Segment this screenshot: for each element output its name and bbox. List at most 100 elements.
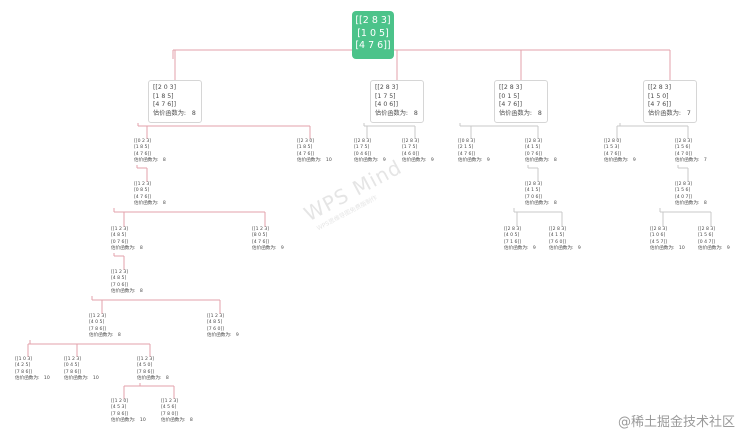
- node-state-row: [[2 8 3]: [375, 84, 398, 91]
- tree-node-d2[interactable]: [[1 2 3][8 0 5][4 7 6]]估价函数为: 9: [252, 227, 284, 252]
- tree-node-b4[interactable]: [[2 8 3][1 7 5][4 6 0]]估价函数为: 9: [402, 139, 434, 164]
- tree-node-d6[interactable]: [[2 8 3][1 5 6][0 4 7]]估价函数为: 9: [698, 227, 730, 252]
- tree-node-e1[interactable]: [[1 2 3][4 8 5][7 0 6]]估价函数为: 8: [111, 270, 143, 295]
- node-state-row: [7 0 6]]: [525, 194, 543, 200]
- tree-node-c2[interactable]: [[2 8 3][4 1 5][7 0 6]]估价函数为: 8: [525, 182, 557, 207]
- node-state-row: [[1 2 3]: [111, 227, 129, 232]
- tree-node-b6[interactable]: [[2 8 3][4 1 5][0 7 6]]估价函数为: 8: [525, 139, 557, 164]
- node-state-row: [1 8 5]: [153, 92, 174, 100]
- node-cost-label: 估价函数为: 8: [111, 245, 143, 251]
- node-state-row: [[2 3 0]: [297, 139, 315, 144]
- connector-b6: [527, 165, 539, 182]
- tree-node-h2[interactable]: [[1 2 3][4 5 6][7 8 0]]估价函数为: 8: [161, 399, 193, 424]
- node-state-row: [0 8 5]: [134, 188, 150, 194]
- node-state-row: [7 8 6]]: [137, 369, 155, 375]
- node-cost-label: 估价函数为: 9: [402, 157, 434, 163]
- node-state-row: [4 0 5]: [504, 233, 520, 239]
- node-state-row: [4 7 6]]: [153, 101, 176, 109]
- node-cost-label: 估价函数为: 10: [297, 157, 332, 163]
- tree-node-a1[interactable]: [[2 0 3][1 8 5][4 7 6]]估价函数为: 8: [148, 80, 202, 123]
- tree-node-d4[interactable]: [[2 8 3][4 1 5][7 6 0]]估价函数为: 9: [549, 227, 581, 252]
- node-cost-label: 估价函数为: 8: [137, 375, 169, 381]
- node-state-row: [0 1 5]: [499, 92, 520, 100]
- node-state-row: [7 8 6]]: [111, 411, 129, 417]
- node-state-row: [4 1 5]: [525, 145, 541, 151]
- node-state-row: [4 8 5]: [111, 233, 127, 239]
- tree-node-g2[interactable]: [[1 2 3][0 4 5][7 8 6]]估价函数为: 10: [64, 357, 99, 382]
- tree-node-b7[interactable]: [[2 8 0][1 5 3][4 7 6]]估价函数为: 9: [604, 139, 636, 164]
- node-state-row: [2 1 5]: [458, 145, 474, 151]
- node-state-row: [4 7 6]]: [134, 194, 152, 200]
- node-cost-label: 估价函数为: 8: [675, 200, 707, 206]
- root-node[interactable]: [[2 8 3][1 0 5][4 7 6]]: [352, 11, 394, 59]
- node-state-row: [4 7 6]]: [648, 101, 671, 109]
- connector-b8: [677, 165, 689, 182]
- tree-node-b3[interactable]: [[2 8 3][1 7 5][0 4 6]]估价函数为: 9: [354, 139, 386, 164]
- tree-node-a4[interactable]: [[2 8 3][1 5 0][4 7 6]]估价函数为: 7: [643, 80, 697, 123]
- node-state-row: [[0 8 3]: [458, 139, 476, 144]
- tree-node-b1[interactable]: [[0 2 3][1 8 5][4 7 6]]估价函数为: 8: [134, 139, 166, 164]
- node-cost-label: 估价函数为: 8: [499, 109, 542, 117]
- node-state-row: [8 0 5]: [252, 233, 268, 239]
- tree-node-g1[interactable]: [[1 0 3][4 2 5][7 8 6]]估价函数为: 10: [15, 357, 50, 382]
- node-state-row: [[1 2 3]: [252, 227, 270, 232]
- node-cost-label: 估价函数为: 8: [525, 200, 557, 206]
- tree-node-d1[interactable]: [[1 2 3][4 8 5][0 7 6]]估价函数为: 8: [111, 227, 143, 252]
- tree-node-h1[interactable]: [[1 2 0][4 5 3][7 8 6]]估价函数为: 10: [111, 399, 146, 424]
- node-cost-label: 估价函数为: 8: [525, 157, 557, 163]
- tree-node-c3[interactable]: [[2 8 3][1 5 6][4 0 7]]估价函数为: 8: [675, 182, 707, 207]
- tree-node-d5[interactable]: [[2 8 3][1 0 6][4 5 7]]估价函数为: 10: [650, 227, 685, 252]
- node-state-row: [[2 8 3]: [549, 227, 567, 232]
- node-state-row: [4 2 5]: [15, 363, 31, 369]
- node-state-row: [4 1 5]: [525, 188, 541, 194]
- node-state-row: [[2 8 3]: [499, 84, 522, 91]
- node-state-row: [[2 8 3]: [650, 227, 668, 232]
- node-state-row: [4 8 5]: [207, 320, 223, 326]
- node-state-row: [4 1 5]: [549, 233, 565, 239]
- node-cost-label: 估价函数为: 8: [375, 109, 418, 117]
- node-state-row: [1 5 6]: [698, 233, 714, 239]
- tree-node-f1[interactable]: [[1 2 3][4 0 5][7 8 6]]估价函数为: 8: [89, 314, 121, 339]
- connector-a1: [137, 123, 311, 139]
- tree-node-d3[interactable]: [[2 8 3][4 0 5][7 1 6]]估价函数为: 9: [504, 227, 536, 252]
- node-state-row: [4 7 6]]: [604, 151, 622, 157]
- tree-node-b8[interactable]: [[2 8 3][1 5 6][4 7 0]]估价函数为: 7: [675, 139, 707, 164]
- connector-g3: [123, 383, 175, 399]
- node-state-row: [4 5 6]: [161, 405, 177, 411]
- node-state-row: [0 7 6]]: [525, 151, 543, 157]
- node-state-row: [[1 2 3]: [64, 357, 82, 362]
- node-state-row: [0 4 5]: [64, 363, 80, 369]
- node-state-row: [[0 2 3]: [134, 139, 152, 144]
- node-state-row: [7 6 0]]: [549, 239, 567, 245]
- node-state-row: [4 7 6]]: [252, 239, 270, 245]
- node-state-row: [[2 8 3]: [675, 139, 693, 144]
- node-state-row: [0 4 7]]: [698, 239, 716, 245]
- tree-node-b5[interactable]: [[0 8 3][2 1 5][4 7 6]]估价函数为: 9: [458, 139, 490, 164]
- connector-a2: [363, 123, 416, 139]
- tree-node-f2[interactable]: [[1 2 3][4 8 5][7 6 0]]估价函数为: 9: [207, 314, 239, 339]
- node-state-row: [4 7 6]]: [355, 40, 391, 51]
- connector-d1: [113, 253, 125, 270]
- tree-node-a3[interactable]: [[2 8 3][0 1 5][4 7 6]]估价函数为: 8: [494, 80, 548, 123]
- node-cost-label: 估价函数为: 8: [153, 109, 196, 117]
- node-cost-label: 估价函数为: 9: [698, 245, 730, 251]
- node-state-row: [[2 8 3]: [504, 227, 522, 232]
- tree-node-g3[interactable]: [[1 2 3][4 5 0][7 8 6]]估价函数为: 8: [137, 357, 169, 382]
- tree-node-c1[interactable]: [[1 2 3][0 8 5][4 7 6]]估价函数为: 8: [134, 182, 166, 207]
- node-state-row: [[2 8 0]: [604, 139, 622, 144]
- tree-node-b2[interactable]: [[2 3 0][1 8 5][4 7 6]]估价函数为: 10: [297, 139, 332, 164]
- node-state-row: [7 8 0]]: [161, 411, 179, 417]
- node-state-row: [[2 8 3]: [355, 15, 391, 26]
- node-state-row: [1 7 5]: [354, 145, 370, 151]
- node-state-row: [[1 2 3]: [134, 182, 152, 187]
- node-state-row: [1 5 6]: [675, 145, 691, 151]
- node-state-row: [4 5 7]]: [650, 239, 668, 245]
- node-cost-label: 估价函数为: 10: [15, 375, 50, 381]
- node-state-row: [4 0 7]]: [675, 194, 693, 200]
- node-state-row: [4 7 6]]: [134, 151, 152, 157]
- node-state-row: [7 1 6]]: [504, 239, 522, 245]
- node-state-row: [7 0 6]]: [111, 282, 129, 288]
- node-cost-label: 估价函数为: 8: [161, 417, 193, 423]
- node-state-row: [7 8 6]]: [15, 369, 33, 375]
- tree-node-a2[interactable]: [[2 8 3][1 7 5][4 0 6]]估价函数为: 8: [370, 80, 424, 123]
